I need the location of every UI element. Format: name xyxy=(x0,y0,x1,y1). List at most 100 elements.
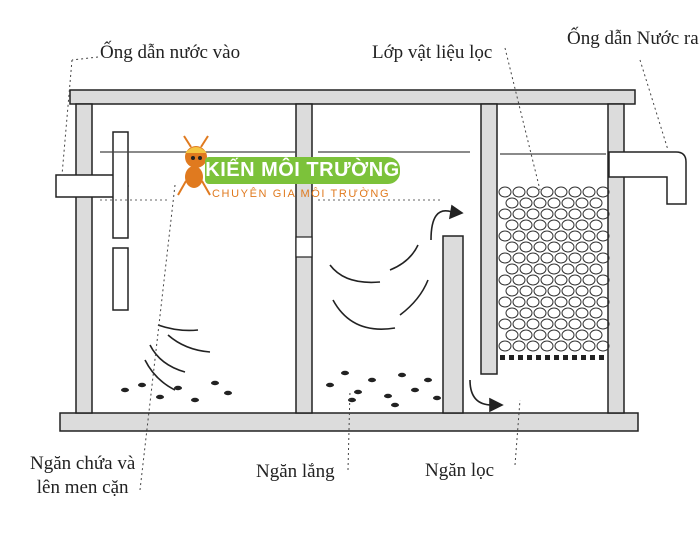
filter-pebble xyxy=(519,241,533,253)
plate-hole xyxy=(581,355,586,360)
sludge-particle xyxy=(384,393,392,399)
plate-hole xyxy=(572,355,577,360)
filter-pebble xyxy=(568,296,582,308)
filter-pebble xyxy=(568,208,582,220)
baffle-wall xyxy=(442,235,464,414)
filter-pebble xyxy=(526,340,540,352)
filter-pebble xyxy=(575,285,589,297)
filter-pebble xyxy=(526,230,540,242)
leader-lines xyxy=(61,47,669,491)
filter-pebble xyxy=(526,208,540,220)
filter-pebble xyxy=(561,307,575,319)
filter-pebble xyxy=(512,274,526,286)
filter-pebble xyxy=(561,197,575,209)
filter-pebble xyxy=(554,274,568,286)
filter-pebble xyxy=(554,296,568,308)
filter-pebble xyxy=(575,197,589,209)
filter-pebble xyxy=(505,329,519,341)
filter-pebble xyxy=(498,208,512,220)
filter-pebble xyxy=(547,241,561,253)
filter-pebble xyxy=(575,263,589,275)
filter-inner-wall xyxy=(480,103,498,375)
plate-hole xyxy=(536,355,541,360)
plate-hole xyxy=(509,355,514,360)
filter-pebble xyxy=(561,263,575,275)
perforated-plate xyxy=(500,355,604,360)
filter-pebble xyxy=(554,230,568,242)
plate-hole xyxy=(500,355,505,360)
filter-pebble xyxy=(561,329,575,341)
filter-pebble xyxy=(589,197,603,209)
filter-pebble xyxy=(596,274,610,286)
filter-pebble xyxy=(540,208,554,220)
sludge-particle xyxy=(191,397,199,403)
filter-pebble xyxy=(540,230,554,242)
ant-mascot-icon xyxy=(177,135,211,196)
filter-pebble xyxy=(547,197,561,209)
filter-pebble xyxy=(575,241,589,253)
filter-pebble xyxy=(498,186,512,198)
filter-pebble xyxy=(554,186,568,198)
plate-hole xyxy=(545,355,550,360)
filter-pebble xyxy=(547,329,561,341)
sludge-particle xyxy=(424,377,432,383)
filter-pebble xyxy=(526,296,540,308)
filter-pebble xyxy=(512,208,526,220)
filter-pebble xyxy=(554,208,568,220)
plate-hole xyxy=(554,355,559,360)
filter-pebble xyxy=(582,208,596,220)
outlet-pipe xyxy=(608,151,687,205)
flow-arrows xyxy=(144,204,504,413)
filter-pebble xyxy=(533,307,547,319)
filter-pebble xyxy=(596,230,610,242)
sludge-particle xyxy=(433,395,441,401)
label-outlet-pipe: Ống dẫn Nước ra xyxy=(567,28,699,49)
filter-pebble xyxy=(547,219,561,231)
label-filter-chamber: Ngăn lọc xyxy=(425,460,495,481)
filter-pebble xyxy=(582,340,596,352)
filter-pebble xyxy=(547,263,561,275)
filter-pebble xyxy=(589,307,603,319)
filter-pebble xyxy=(589,219,603,231)
filter-pebble xyxy=(512,252,526,264)
label-inlet-pipe: Ống dẫn nước vào xyxy=(100,42,241,63)
filter-pebble xyxy=(596,318,610,330)
right-wall xyxy=(607,103,625,414)
filter-pebble xyxy=(505,263,519,275)
filter-pebble xyxy=(568,252,582,264)
sludge-particle xyxy=(224,390,232,396)
filter-pebble xyxy=(575,329,589,341)
plate-hole xyxy=(518,355,523,360)
label-settling-chamber: Ngăn lắng xyxy=(256,461,335,482)
filter-media xyxy=(498,186,610,352)
filter-pebble xyxy=(589,241,603,253)
filter-pebble xyxy=(498,252,512,264)
sludge-particle xyxy=(348,397,356,403)
label-storage-chamber: Ngăn chứa và lên men cặn xyxy=(30,453,136,498)
filter-pebble xyxy=(568,318,582,330)
filter-pebble xyxy=(540,296,554,308)
filter-pebble xyxy=(526,186,540,198)
filter-pebble xyxy=(533,219,547,231)
filter-pebble xyxy=(512,318,526,330)
filter-pebble xyxy=(519,285,533,297)
filter-pebble xyxy=(554,340,568,352)
top-slab xyxy=(69,89,636,105)
filter-pebble xyxy=(505,241,519,253)
plate-hole xyxy=(590,355,595,360)
sludge-particle xyxy=(211,380,219,386)
filter-pebble xyxy=(547,307,561,319)
sludge-particle xyxy=(368,377,376,383)
sludge-particle xyxy=(326,382,334,388)
filter-pebble xyxy=(519,329,533,341)
sludge-particle xyxy=(341,370,349,376)
filter-pebble xyxy=(533,241,547,253)
filter-pebble xyxy=(582,274,596,286)
filter-pebble xyxy=(582,318,596,330)
filter-pebble xyxy=(526,274,540,286)
filter-pebble xyxy=(582,252,596,264)
filter-pebble xyxy=(498,296,512,308)
plate-hole xyxy=(527,355,532,360)
filter-pebble xyxy=(596,186,610,198)
inlet-pipe xyxy=(55,131,130,311)
